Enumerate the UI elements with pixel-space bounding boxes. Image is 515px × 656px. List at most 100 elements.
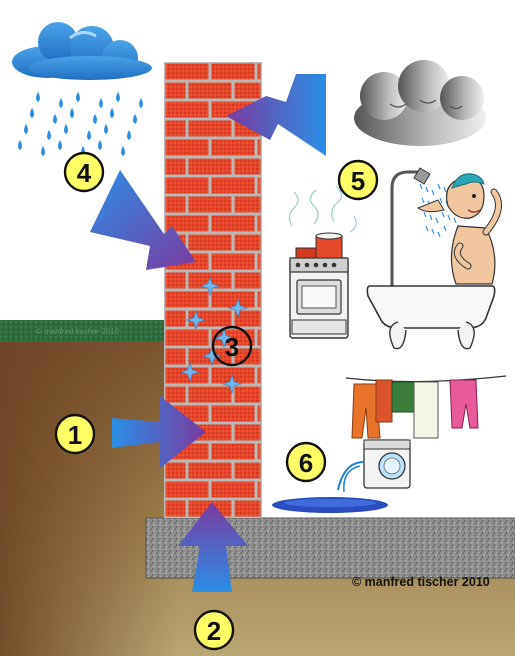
raindrop-icon (36, 92, 40, 102)
brick (188, 234, 232, 251)
brick (234, 196, 261, 213)
brick (234, 272, 261, 289)
frost-star-icon (180, 362, 200, 382)
marker-4: 4 (63, 151, 105, 193)
brick (257, 63, 261, 80)
brick (234, 234, 261, 251)
brick (165, 139, 209, 156)
number-markers: 1 2 3 4 5 6 (54, 151, 379, 651)
arrow-ground-moisture (112, 396, 206, 468)
marker-label: 2 (207, 616, 221, 646)
brick (234, 310, 261, 327)
brick (165, 272, 186, 289)
brick (257, 329, 261, 346)
brick (257, 291, 261, 308)
marker-1: 1 (54, 413, 96, 455)
brick (165, 177, 209, 194)
brick (165, 329, 209, 346)
marker-2: 2 (193, 609, 235, 651)
marker-label: 1 (68, 420, 82, 450)
raindrops (18, 92, 143, 156)
frost-star-icon (200, 276, 220, 296)
raindrop-icon (116, 92, 120, 102)
brick (188, 158, 232, 175)
brick (211, 215, 255, 232)
brick (234, 158, 261, 175)
frost-star-icon (222, 374, 242, 394)
raindrop-icon (70, 108, 74, 118)
brick (257, 253, 261, 270)
marker-6: 6 (285, 441, 327, 483)
arrow-rain-penetration (90, 170, 196, 270)
raindrop-icon (41, 146, 45, 156)
brick (188, 386, 232, 403)
brick (165, 462, 186, 479)
raindrop-icon (87, 130, 91, 140)
brick (257, 139, 261, 156)
frost-star-icon (186, 310, 206, 330)
arrow-condensation (226, 74, 326, 156)
arrow-rising-damp (178, 502, 248, 592)
steam-cloud (354, 60, 486, 146)
raindrop-icon (99, 98, 103, 108)
brick (211, 481, 255, 498)
raindrop-icon (47, 130, 51, 140)
frost-stars (180, 276, 248, 394)
brick (188, 196, 232, 213)
brick (165, 500, 186, 517)
raindrop-icon (121, 146, 125, 156)
raindrop-icon (98, 140, 102, 150)
raindrop-icon (24, 124, 28, 134)
raindrop-icon (30, 108, 34, 118)
brick (234, 424, 261, 441)
brick (165, 158, 186, 175)
marker-label: 6 (299, 448, 313, 478)
brick (188, 310, 232, 327)
brick (257, 405, 261, 422)
raindrop-icon (93, 114, 97, 124)
brick (188, 462, 232, 479)
brick (257, 215, 261, 232)
brick (188, 120, 232, 137)
raindrop-icon (53, 114, 57, 124)
brick (211, 405, 255, 422)
brick (211, 367, 255, 384)
grass-strip (0, 320, 165, 342)
brick (165, 101, 209, 118)
brick (165, 196, 186, 213)
marker-5: 5 (337, 159, 379, 201)
raindrop-icon (59, 98, 63, 108)
brick (188, 82, 232, 99)
raindrop-icon (76, 92, 80, 102)
shower-bath-illustration (366, 167, 502, 350)
moisture-arrows (90, 74, 326, 592)
marker-label: 5 (351, 166, 365, 196)
brick (257, 481, 261, 498)
brick (257, 367, 261, 384)
brick (234, 462, 261, 479)
marker-label: 4 (77, 158, 92, 188)
stove-illustration (288, 185, 357, 339)
marker-label: 3 (225, 332, 239, 362)
brick (211, 63, 255, 80)
brick (257, 177, 261, 194)
raindrop-icon (18, 140, 22, 150)
raindrop-icon (58, 140, 62, 150)
raindrop-icon (104, 124, 108, 134)
brick (165, 215, 209, 232)
brick (211, 177, 255, 194)
brick (211, 253, 255, 270)
brick (211, 139, 255, 156)
brick (257, 443, 261, 460)
raindrop-icon (133, 114, 137, 124)
laundry-illustration (272, 375, 507, 513)
copyright-text: © manfred tischer 2010 (352, 575, 490, 589)
rain-cloud (12, 22, 152, 80)
brick (165, 120, 186, 137)
brick (165, 291, 209, 308)
brick (165, 348, 186, 365)
brick (165, 63, 209, 80)
raindrop-icon (127, 130, 131, 140)
brick (165, 82, 186, 99)
